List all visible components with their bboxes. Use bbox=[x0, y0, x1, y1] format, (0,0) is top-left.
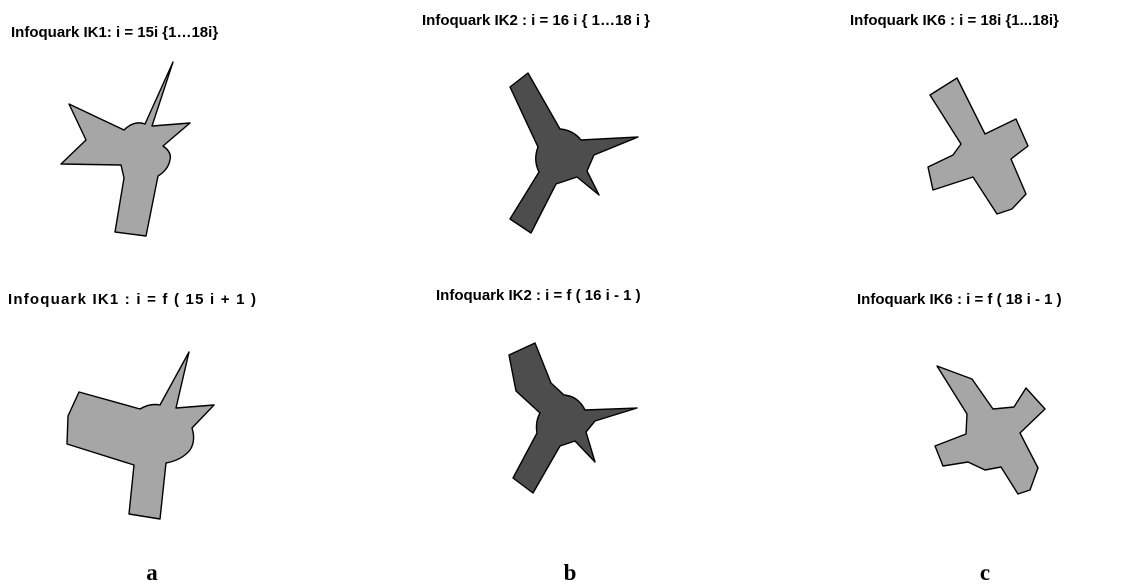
ik6-bottom-shape bbox=[934, 365, 1046, 495]
ik2-bottom-shape bbox=[508, 342, 638, 494]
ik1-bottom-shape bbox=[66, 351, 215, 520]
title-ik2-top: Infoquark IK2 : i = 16 i { 1…18 i } bbox=[422, 12, 650, 29]
ik6-top-shape bbox=[927, 77, 1029, 215]
ik2-top-shape bbox=[509, 72, 639, 234]
column-label-a: a bbox=[146, 560, 158, 585]
title-ik1-bottom: Infoquark IK1 : i = f ( 15 i + 1 ) bbox=[8, 291, 257, 308]
title-ik1-top: Infoquark IK1: i = 15i {1…18i} bbox=[11, 24, 218, 41]
title-ik6-bottom: Infoquark IK6 : i = f ( 18 i - 1 ) bbox=[857, 291, 1062, 308]
title-ik2-bottom: Infoquark IK2 : i = f ( 16 i - 1 ) bbox=[436, 287, 641, 304]
ik1-top-shape bbox=[60, 61, 191, 237]
title-ik6-top: Infoquark IK6 : i = 18i {1...18i} bbox=[850, 12, 1059, 29]
column-label-c: c bbox=[980, 560, 990, 585]
column-label-b: b bbox=[564, 560, 577, 585]
